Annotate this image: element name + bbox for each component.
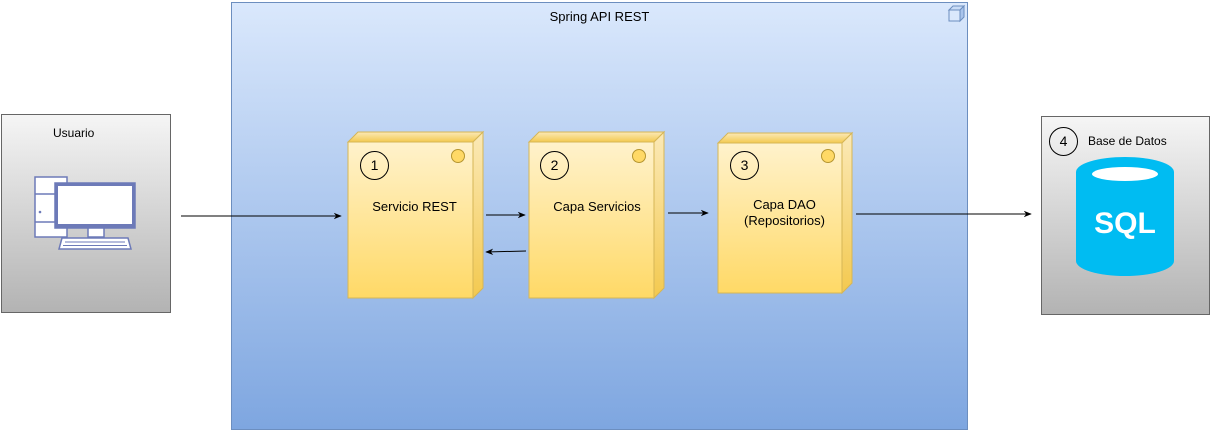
db-number-badge: 4 xyxy=(1049,127,1078,156)
node-1-label: Servicio REST xyxy=(372,199,457,214)
sql-database-icon: SQL xyxy=(1076,157,1174,276)
container-title: Spring API REST xyxy=(549,9,650,24)
node-2-label: Capa Servicios xyxy=(553,199,641,214)
container-stack-icon xyxy=(947,4,966,23)
database-label: Base de Datos xyxy=(1088,134,1167,148)
node-1-badge: 1 xyxy=(360,151,389,180)
node-3-badge: 3 xyxy=(730,151,759,180)
user-label: Usuario xyxy=(53,126,95,140)
component-icon xyxy=(821,149,835,163)
user-box[interactable] xyxy=(1,114,171,313)
node-2-badge: 2 xyxy=(540,151,569,180)
node-3-label: Capa DAO (Repositorios) xyxy=(718,197,851,229)
node-3-label-line2: (Repositorios) xyxy=(744,213,825,228)
component-icon xyxy=(632,149,646,163)
arrow-services-to-rest[interactable] xyxy=(485,248,527,256)
node-3-label-line1: Capa DAO xyxy=(753,197,816,212)
sql-icon-text: SQL xyxy=(1094,207,1156,240)
component-icon xyxy=(451,149,465,163)
desktop-computer-icon xyxy=(34,176,136,250)
